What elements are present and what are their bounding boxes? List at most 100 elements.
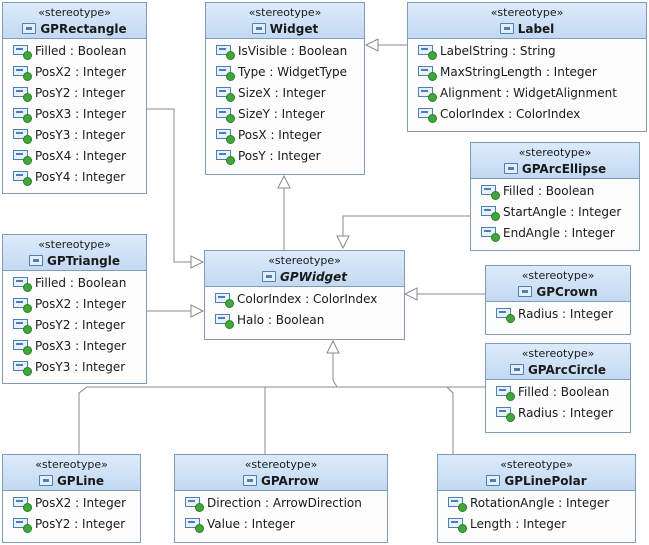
- attribute-row[interactable]: Length : Integer: [438, 514, 635, 535]
- class-gprectangle[interactable]: «stereotype» GPRectangle Filled : Boolea…: [2, 2, 147, 194]
- class-icon: [28, 255, 43, 266]
- class-gpwidget[interactable]: «stereotype» GPWidget ColorIndex : Color…: [204, 250, 405, 340]
- class-header: «stereotype» GPLine: [3, 455, 140, 491]
- class-icon: [251, 23, 266, 34]
- attribute-row[interactable]: RotationAngle : Integer: [438, 493, 635, 514]
- attribute-row[interactable]: Radius : Integer: [486, 403, 630, 424]
- attribute-row[interactable]: PosY : Integer: [206, 146, 364, 167]
- attribute-icon: [13, 518, 32, 533]
- attribute-row[interactable]: IsVisible : Boolean: [206, 41, 364, 62]
- class-header: «stereotype» Label: [408, 3, 646, 39]
- class-icon: [22, 23, 37, 34]
- class-icon: [503, 163, 518, 174]
- attribute-icon: [13, 340, 32, 355]
- class-gplinepolar[interactable]: «stereotype» GPLinePolar RotationAngle :…: [437, 454, 636, 543]
- attribute-row[interactable]: Filled : Boolean: [3, 41, 146, 62]
- class-gparrow[interactable]: «stereotype» GPArrow Direction : ArrowDi…: [174, 454, 388, 543]
- stereotype-label: «stereotype»: [35, 458, 108, 471]
- attribute-row[interactable]: MaxStringLength : Integer: [408, 62, 646, 83]
- attribute-icon: [13, 150, 32, 165]
- class-name: GPArcEllipse: [521, 161, 607, 176]
- attribute-row[interactable]: Radius : Integer: [486, 304, 630, 325]
- attribute-row[interactable]: SizeY : Integer: [206, 104, 364, 125]
- attribute-row[interactable]: StartAngle : Integer: [471, 202, 639, 223]
- attribute-row[interactable]: EndAngle : Integer: [471, 223, 639, 244]
- class-gpcrown[interactable]: «stereotype» GPCrown Radius : Integer: [485, 265, 631, 335]
- class-name: GPArrow: [261, 473, 319, 488]
- attribute-row[interactable]: PosX3 : Integer: [3, 336, 146, 357]
- attribute-icon: [481, 185, 500, 200]
- class-name: Label: [517, 21, 555, 36]
- attribute-icon: [13, 87, 32, 102]
- stereotype-label: «stereotype»: [268, 254, 341, 267]
- attribute-icon: [418, 87, 437, 102]
- attribute-icon: [13, 319, 32, 334]
- attribute-row[interactable]: Filled : Boolean: [3, 273, 146, 294]
- attribute-icon: [481, 206, 500, 221]
- attribute-icon: [185, 518, 204, 533]
- class-name: Widget: [269, 21, 319, 36]
- attribute-icon: [496, 386, 515, 401]
- stereotype-label: «stereotype»: [521, 347, 595, 360]
- class-gptriangle[interactable]: «stereotype» GPTriangle Filled : Boolean…: [2, 234, 147, 384]
- attribute-row[interactable]: PosX2 : Integer: [3, 62, 146, 83]
- attribute-row[interactable]: PosY2 : Integer: [3, 83, 146, 104]
- class-header: «stereotype» GPArcEllipse: [471, 143, 639, 179]
- class-icon: [486, 475, 501, 486]
- attribute-icon: [185, 497, 204, 512]
- attribute-icon: [13, 497, 32, 512]
- attribute-icon: [13, 108, 32, 123]
- attribute-row[interactable]: Halo : Boolean: [205, 310, 404, 331]
- stereotype-label: «stereotype»: [490, 6, 564, 19]
- stereotype-label: «stereotype»: [38, 6, 111, 19]
- attribute-icon: [13, 171, 32, 186]
- class-name: GPWidget: [279, 269, 348, 284]
- arrowhead-widget-right: [364, 38, 379, 52]
- attribute-row[interactable]: Direction : ArrowDirection: [175, 493, 387, 514]
- attribute-icon: [418, 45, 437, 60]
- attribute-icon: [481, 227, 500, 242]
- class-header: «stereotype» GPLinePolar: [438, 455, 635, 491]
- attribute-row[interactable]: PosX3 : Integer: [3, 104, 146, 125]
- attribute-row[interactable]: Value : Integer: [175, 514, 387, 535]
- attribute-icon: [418, 108, 437, 123]
- attribute-row[interactable]: PosY3 : Integer: [3, 357, 146, 378]
- attribute-icon: [216, 129, 235, 144]
- attribute-icon: [215, 314, 234, 329]
- attribute-row[interactable]: PosY2 : Integer: [3, 514, 140, 535]
- attribute-row[interactable]: SizeX : Integer: [206, 83, 364, 104]
- attribute-row[interactable]: ColorIndex : ColorIndex: [408, 104, 646, 125]
- attribute-row[interactable]: Filled : Boolean: [486, 382, 630, 403]
- attribute-icon: [448, 497, 467, 512]
- class-label[interactable]: «stereotype» Label LabelString : String …: [407, 2, 647, 132]
- connector-bus-gpwidget: [332, 353, 338, 388]
- attribute-row[interactable]: PosX4 : Integer: [3, 146, 146, 167]
- attribute-icon: [13, 66, 32, 81]
- attribute-icon: [216, 66, 235, 81]
- attribute-row[interactable]: PosY4 : Integer: [3, 167, 146, 188]
- attribute-row[interactable]: PosX2 : Integer: [3, 493, 140, 514]
- attribute-icon: [496, 407, 515, 422]
- stereotype-label: «stereotype»: [38, 238, 111, 251]
- attribute-icon: [13, 298, 32, 313]
- class-gparcellipse[interactable]: «stereotype» GPArcEllipse Filled : Boole…: [470, 142, 640, 251]
- class-widget[interactable]: «stereotype» Widget IsVisible : Boolean …: [205, 2, 365, 175]
- arrowhead-gpwidget-right: [403, 287, 418, 301]
- class-name: GPLine: [56, 473, 105, 488]
- attribute-row[interactable]: PosY2 : Integer: [3, 315, 146, 336]
- attribute-row[interactable]: Type : WidgetType: [206, 62, 364, 83]
- attribute-row[interactable]: Filled : Boolean: [471, 181, 639, 202]
- attribute-row[interactable]: PosX : Integer: [206, 125, 364, 146]
- class-header: «stereotype» GPWidget: [205, 251, 404, 287]
- attribute-row[interactable]: PosY3 : Integer: [3, 125, 146, 146]
- attribute-row[interactable]: PosX2 : Integer: [3, 294, 146, 315]
- class-icon: [261, 271, 276, 282]
- class-icon: [243, 475, 257, 486]
- class-gpline[interactable]: «stereotype» GPLine PosX2 : Integer PosY…: [2, 454, 141, 543]
- class-gparccircle[interactable]: «stereotype» GPArcCircle Filled : Boolea…: [485, 343, 631, 433]
- attribute-row[interactable]: ColorIndex : ColorIndex: [205, 289, 404, 310]
- attribute-row[interactable]: LabelString : String: [408, 41, 646, 62]
- attribute-icon: [215, 293, 234, 308]
- attribute-row[interactable]: Alignment : WidgetAlignment: [408, 83, 646, 104]
